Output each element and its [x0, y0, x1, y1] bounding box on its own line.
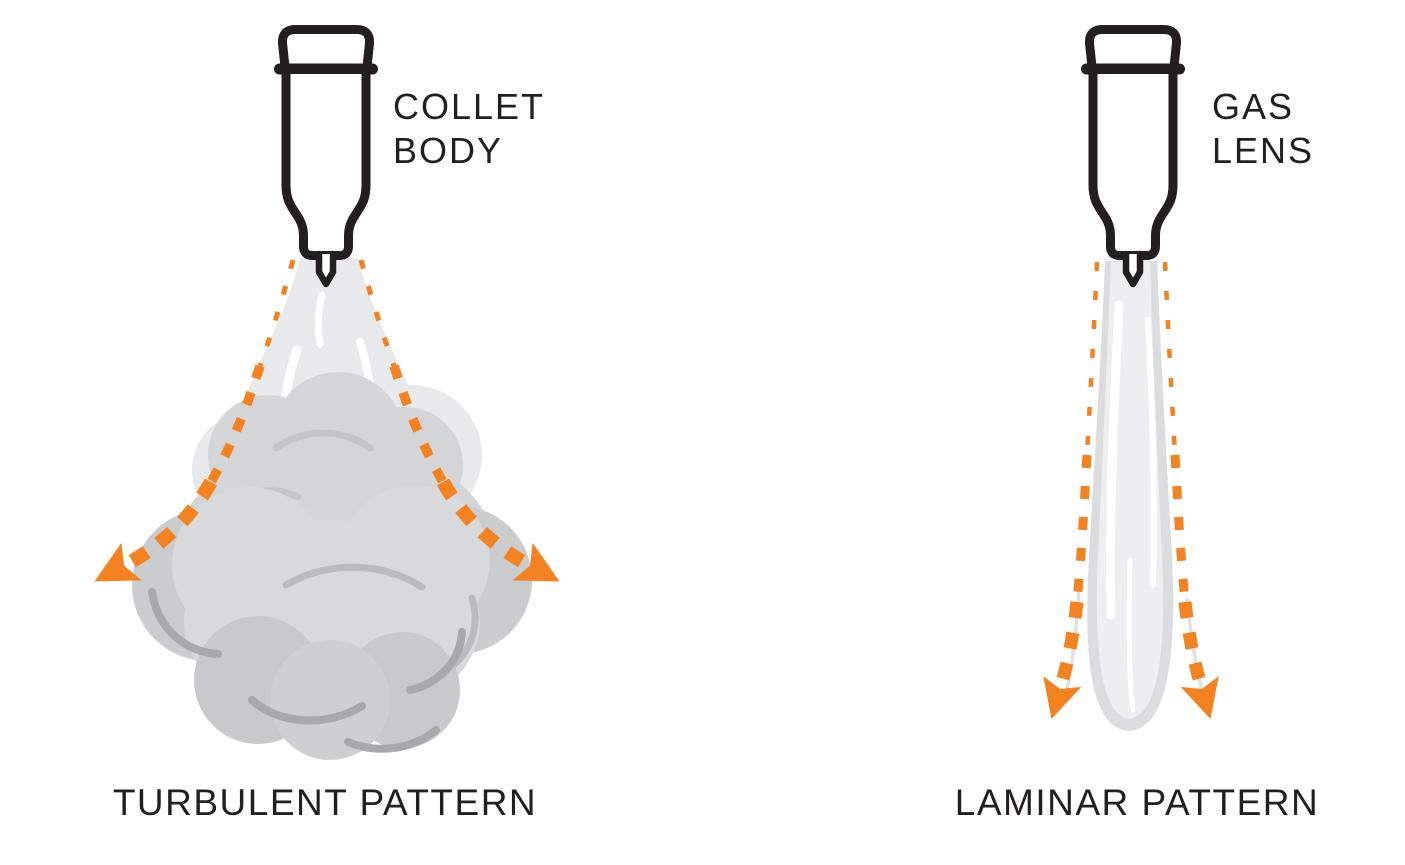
turbulent-pattern-caption: TURBULENT PATTERN — [112, 782, 538, 823]
turbulent-diagram — [94, 30, 560, 760]
collet-body-label-line1: COLLET — [393, 86, 546, 127]
laminar-gas-stream — [1064, 261, 1208, 731]
turbulent-flow-arrow-right — [358, 259, 560, 582]
laminar-pattern-caption: LAMINAR PATTERN — [954, 782, 1320, 823]
collet-body-label-line2: BODY — [393, 130, 504, 171]
gas-lens-label: GAS LENS — [1212, 85, 1314, 173]
gas-lens-torch — [1087, 30, 1180, 285]
laminar-flow-arrow-right — [1162, 261, 1219, 720]
gas-lens-label-line1: GAS — [1212, 86, 1295, 127]
collet-body-label: COLLET BODY — [393, 85, 545, 173]
laminar-flow-arrow-left — [1043, 261, 1100, 720]
turbulent-gas-cloud — [132, 258, 532, 760]
collet-body-torch — [280, 30, 373, 285]
gas-lens-label-line2: LENS — [1212, 130, 1315, 171]
laminar-diagram — [1043, 30, 1219, 731]
turbulent-flow-arrow-left — [94, 259, 296, 582]
